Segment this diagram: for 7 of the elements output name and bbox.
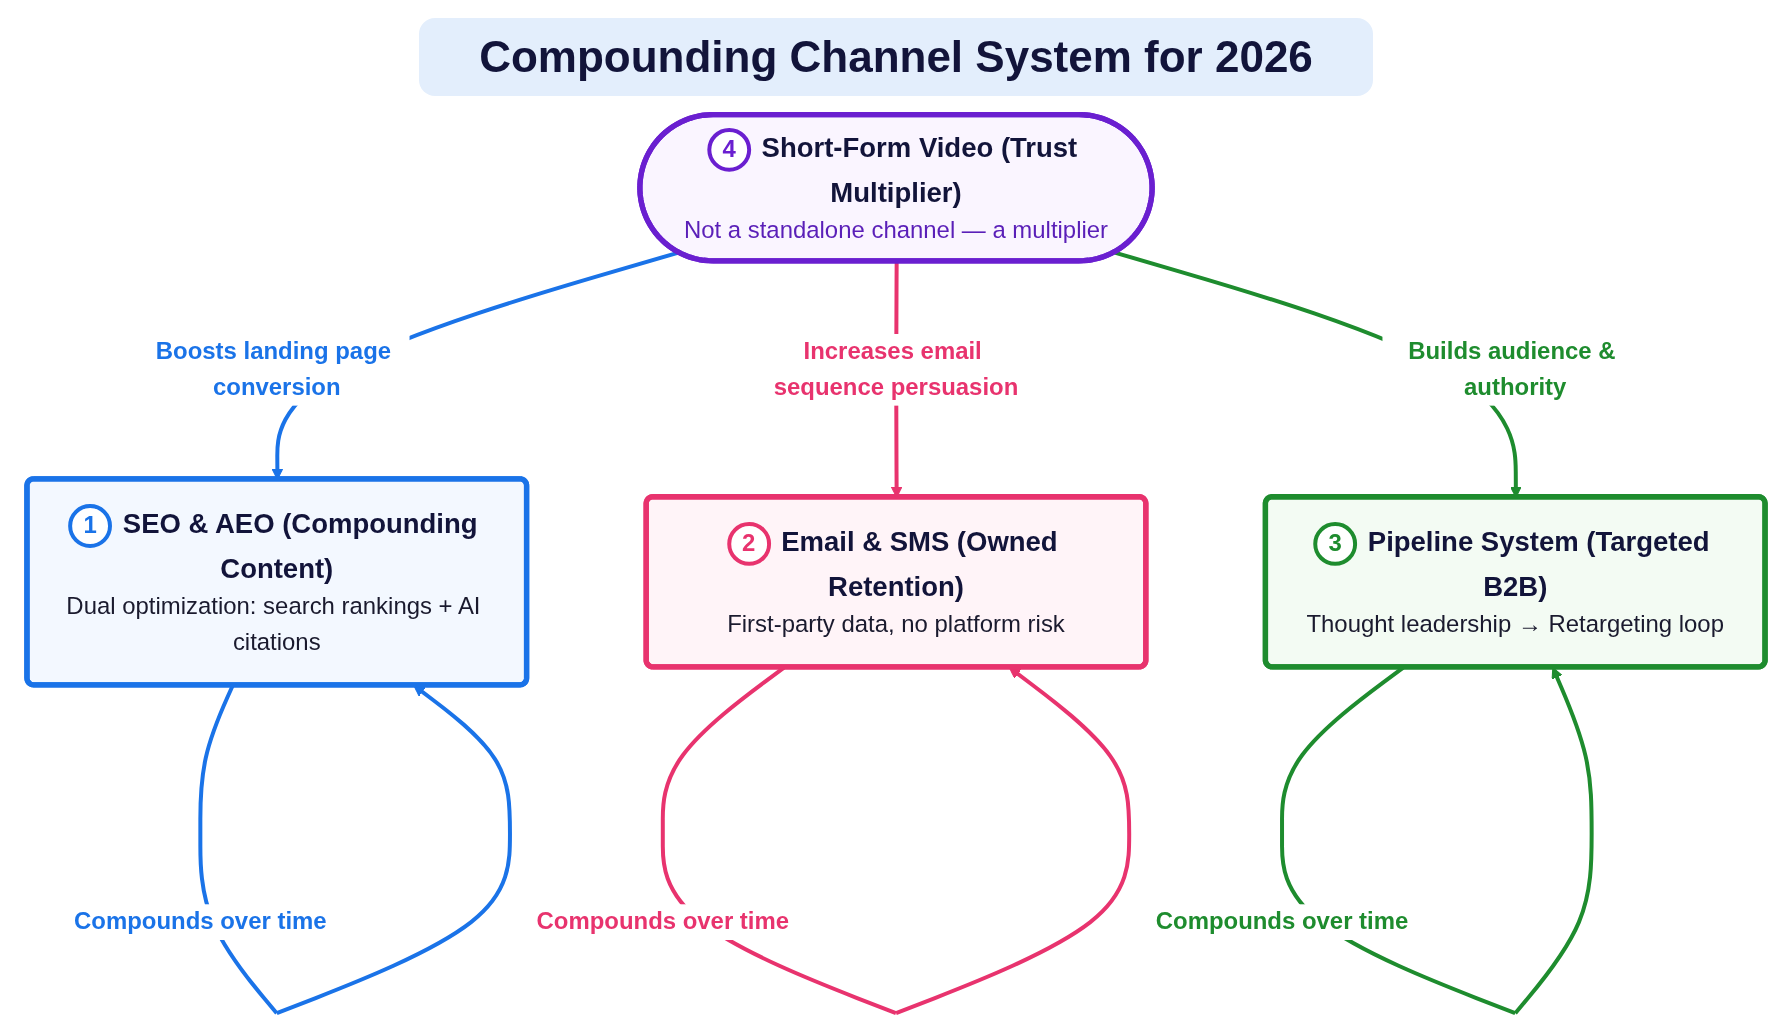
- edge-label: Boosts landing page conversion: [155, 337, 392, 401]
- edge-label: Compounds over time: [1155, 908, 1409, 935]
- title: Compounding Channel System for 2026: [419, 18, 1373, 96]
- edge-label: Increases email sequence persuasion: [773, 337, 1019, 401]
- edge-label: Compounds over time: [536, 908, 790, 935]
- edge-label: Compounds over time: [74, 908, 327, 935]
- edge-label: Builds audience & authority: [1408, 337, 1616, 401]
